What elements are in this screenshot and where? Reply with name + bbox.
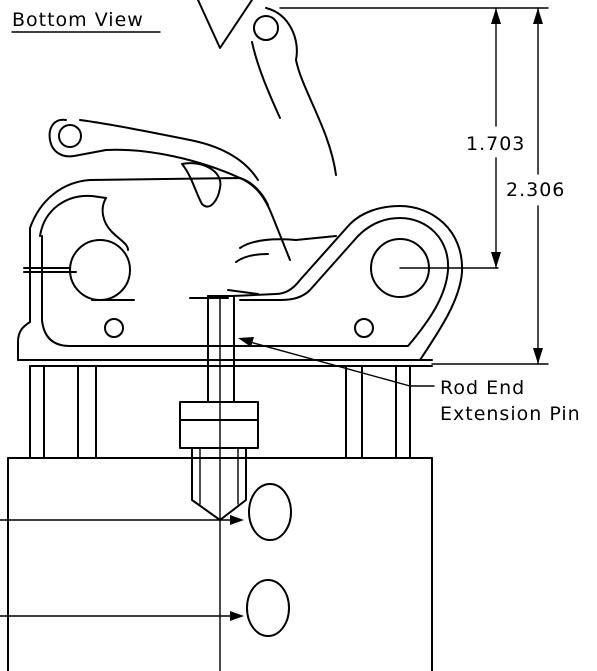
hex-nut <box>179 401 259 449</box>
port-leader-upper <box>0 515 244 525</box>
left-bore <box>69 239 131 301</box>
clamp-body <box>17 177 464 361</box>
callout-label-line1: Rod End <box>440 377 525 399</box>
base-flange <box>17 359 433 367</box>
extension-pin <box>207 295 235 403</box>
small-hole-left <box>104 318 124 338</box>
dimension-outer <box>431 7 549 365</box>
support-posts <box>29 365 411 459</box>
dimension-label-outer: 2.306 <box>506 179 565 201</box>
swing-link <box>197 0 337 176</box>
upper-lever <box>48 118 291 261</box>
small-hole-right <box>354 318 374 338</box>
port-lower <box>246 579 290 637</box>
port-upper <box>248 483 292 541</box>
callout-leader <box>238 337 435 387</box>
cylinder-body <box>7 457 433 671</box>
callout-label-line2: Extension Pin <box>440 403 581 425</box>
dimension-label-inner: 1.703 <box>466 133 525 155</box>
dimension-inner <box>279 7 549 269</box>
view-title: Bottom View <box>12 9 144 31</box>
port-leader-lower <box>0 611 244 621</box>
